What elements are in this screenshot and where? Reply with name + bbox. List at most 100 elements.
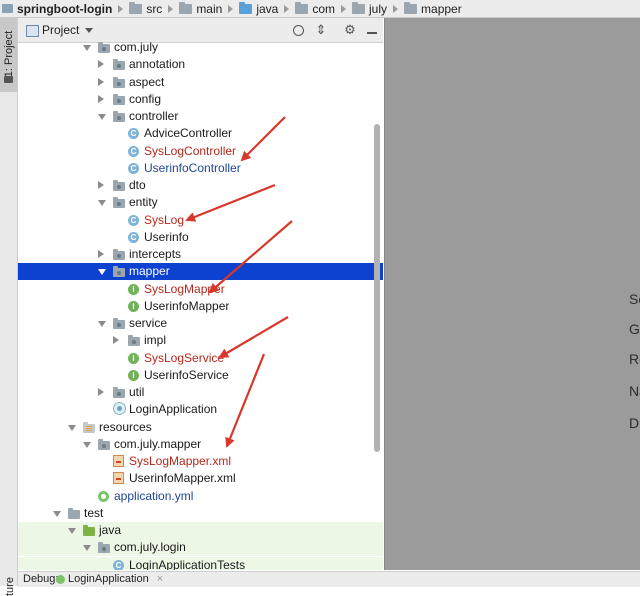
debug-tab-login-application[interactable]: LoginApplication ×	[52, 572, 168, 587]
breadcrumb-item[interactable]: src	[112, 0, 162, 17]
folder-icon	[68, 507, 80, 519]
tree-item-label: com.july.login	[114, 540, 186, 555]
breadcrumb-label: july	[369, 1, 388, 16]
tree-row-dto[interactable]: dto	[18, 177, 383, 194]
chevron-right-icon[interactable]	[98, 388, 104, 396]
tree-scrollbar-thumb[interactable]	[374, 124, 380, 452]
tree-row-com-july[interactable]: com.july	[18, 39, 383, 56]
gear-icon[interactable]: ⚙	[344, 22, 356, 37]
debug-tab-label: LoginApplication	[68, 573, 149, 585]
tree-row-controller[interactable]: controller	[18, 108, 383, 125]
tree-row-annotation[interactable]: annotation	[18, 56, 383, 73]
chevron-right-icon	[341, 4, 347, 13]
tree-row-aspect[interactable]: aspect	[18, 74, 383, 91]
tree-row-syslogmapper-xml[interactable]: SysLogMapper.xml	[18, 453, 383, 470]
hide-panel-icon[interactable]	[364, 22, 380, 38]
chevron-down-icon[interactable]	[98, 114, 106, 120]
package-icon	[128, 335, 140, 347]
chevron-down-icon[interactable]	[98, 269, 106, 276]
structure-tool-tab-label[interactable]: ture	[4, 577, 16, 596]
tree-item-label: config	[129, 91, 162, 106]
breadcrumb-item[interactable]: com	[278, 0, 335, 17]
class-icon: C	[128, 231, 139, 243]
tree-row-intercepts[interactable]: intercepts	[18, 246, 383, 263]
tree-row-test[interactable]: test	[18, 505, 383, 522]
breadcrumb-item[interactable]: main	[162, 0, 222, 17]
tree-item-label: test	[84, 505, 104, 520]
chevron-down-icon[interactable]	[68, 424, 76, 431]
tree-item-label: dto	[129, 178, 146, 192]
breadcrumb-item[interactable]: springboot-login	[0, 0, 112, 17]
tree-row-com-july-login[interactable]: com.july.login	[18, 539, 383, 557]
tree-row-application-yml[interactable]: application.yml	[18, 488, 383, 505]
debug-label: Debug:	[23, 573, 59, 585]
tree-row-com-july-mapper[interactable]: com.july.mapper	[18, 436, 383, 453]
tree-item-label: intercepts	[129, 247, 182, 261]
tree-row-resources[interactable]: resources	[18, 419, 383, 436]
chevron-right-icon[interactable]	[98, 250, 104, 258]
breadcrumb-item[interactable]: mapper	[387, 0, 462, 17]
editor-hint-text: Dr	[629, 415, 640, 431]
tree-row-impl[interactable]: impl	[18, 332, 383, 349]
chevron-right-icon[interactable]	[113, 336, 119, 345]
chevron-right-icon	[118, 4, 124, 13]
breadcrumb-item[interactable]: july	[335, 0, 387, 17]
chevron-right-icon[interactable]	[98, 181, 104, 189]
tree-item-label: resources	[99, 419, 152, 434]
chevron-down-icon[interactable]	[85, 28, 93, 33]
tree-item-label: SysLogMapper.xml	[129, 454, 232, 468]
tree-row-userinfomapper-xml[interactable]: UserinfoMapper.xml	[18, 470, 383, 487]
chevron-right-icon[interactable]	[98, 77, 104, 86]
package-icon	[98, 542, 110, 554]
project-tool-tab[interactable]: 1: Project	[0, 18, 17, 92]
locate-file-icon[interactable]	[290, 22, 306, 38]
tree-row-mapper[interactable]: mapper	[18, 263, 383, 281]
close-icon[interactable]: ×	[156, 573, 164, 585]
chevron-right-icon[interactable]	[98, 94, 104, 103]
chevron-down-icon[interactable]	[98, 321, 106, 327]
test-source-folder-icon	[83, 525, 95, 536]
package-icon	[113, 111, 125, 122]
editor-hint-text: Na	[629, 383, 640, 399]
package-icon	[113, 197, 125, 209]
tree-row-entity[interactable]: entity	[18, 194, 383, 211]
chevron-right-icon[interactable]	[98, 60, 104, 69]
chevron-down-icon[interactable]	[98, 200, 106, 207]
tree-row-loginapplication[interactable]: LoginApplication	[18, 401, 383, 418]
chevron-down-icon[interactable]	[83, 45, 91, 51]
folder-icon	[295, 1, 309, 14]
chevron-down-icon[interactable]	[83, 441, 91, 448]
tree-item-label: controller	[129, 109, 179, 123]
tree-item-label: SysLogMapper	[144, 281, 225, 296]
folder-icon	[404, 1, 418, 14]
tree-item-label: impl	[144, 333, 167, 348]
class-icon: C	[128, 214, 139, 226]
chevron-down-icon[interactable]	[83, 545, 91, 552]
collapse-all-icon[interactable]: ⇕	[315, 22, 327, 37]
tree-row-config[interactable]: config	[18, 91, 383, 108]
yaml-file-icon	[98, 490, 109, 502]
chevron-right-icon	[228, 4, 234, 13]
class-icon: C	[113, 559, 124, 570]
chevron-down-icon[interactable]	[68, 528, 76, 534]
tree-row-service[interactable]: service	[18, 315, 383, 332]
project-view-selector[interactable]: Project	[42, 23, 80, 37]
breadcrumb-item[interactable]: java	[222, 0, 278, 17]
tree-row-util[interactable]: util	[18, 384, 383, 401]
tree-item-label: LoginApplication	[129, 402, 218, 417]
tree-row-java[interactable]: java	[18, 522, 383, 539]
tree-item-label: application.yml	[114, 488, 194, 503]
chevron-down-icon[interactable]	[53, 510, 61, 517]
